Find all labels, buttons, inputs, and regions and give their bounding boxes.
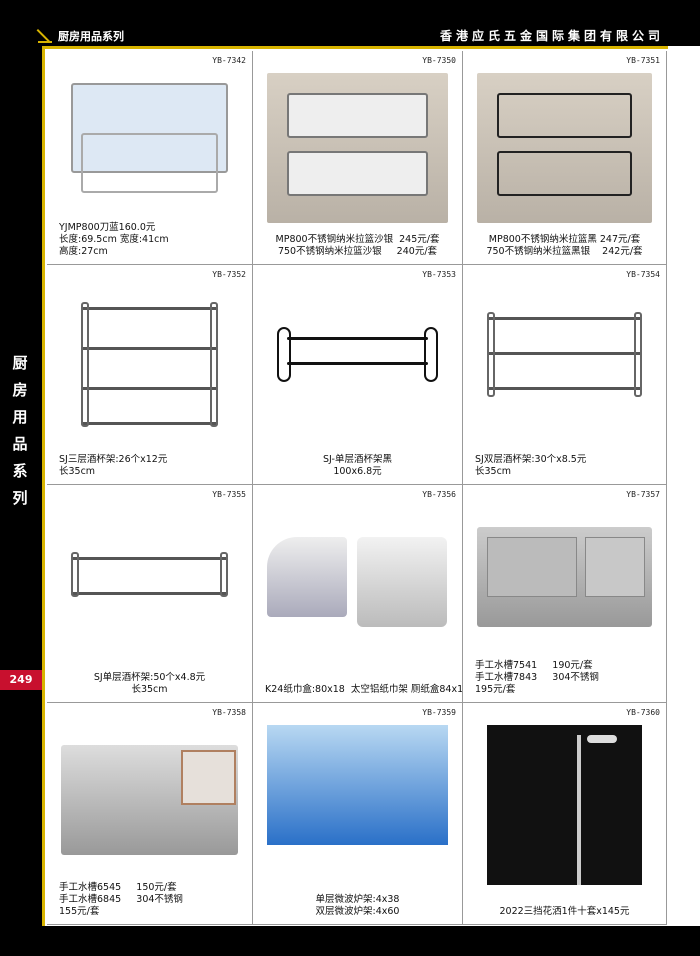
caption-line: 手工水槽6845 304不锈钢 (59, 894, 183, 905)
product-image (61, 507, 238, 657)
caption-line: 155元/套 (59, 906, 100, 917)
side-title-text: 厨房用品系列 (12, 354, 28, 507)
caption-line: 高度:27cm (59, 246, 108, 257)
product-code: YB-7358 (212, 708, 246, 717)
product-caption: 2022三挡花洒1件十套x145元 (463, 906, 666, 918)
product-image (61, 725, 238, 875)
product-image (267, 287, 448, 437)
product-code: YB-7354 (626, 270, 660, 279)
product-code: YB-7356 (422, 490, 456, 499)
caption-line: 长度:69.5cm 宽度:41cm (59, 234, 169, 245)
product-caption: SJ双层酒杯架:30个x8.5元长35cm (463, 454, 666, 478)
bottom-band (0, 926, 700, 956)
product-image (477, 287, 652, 437)
caption-line: MP800不锈钢纳米拉篮沙银 245元/套 (275, 234, 440, 245)
side-title: 厨房用品系列 (0, 350, 40, 512)
section-header: 厨房用品系列 (38, 28, 124, 44)
page-number: 249 (0, 670, 42, 690)
product-grid: YB-7342 YJMP800刀蓝160.0元长度:69.5cm 宽度:41cm… (47, 51, 667, 925)
caption-line: MP800不锈钢纳米拉篮黑 247元/套 (488, 234, 641, 245)
caption-line: 100x6.8元 (333, 466, 382, 477)
section-title: 厨房用品系列 (58, 30, 124, 43)
product-cell: YB-7355 SJ单层酒杯架:50个x4.8元长35cm (47, 485, 253, 703)
product-cell: YB-7342 YJMP800刀蓝160.0元长度:69.5cm 宽度:41cm… (47, 51, 253, 265)
frame-right (668, 46, 700, 926)
product-image (267, 725, 448, 875)
catalog-frame: YB-7342 YJMP800刀蓝160.0元长度:69.5cm 宽度:41cm… (42, 46, 668, 926)
product-caption: K24纸巾盒:80x18 太空铝纸巾架 厕纸盒84x14 (253, 684, 462, 696)
caption-line: 长35cm (59, 466, 96, 477)
product-image (61, 287, 238, 437)
caption-line: 手工水槽7541 190元/套 (475, 660, 593, 671)
product-caption: SJ单层酒杯架:50个x4.8元长35cm (47, 672, 252, 696)
caption-line: SJ三层酒杯架:26个x12元 (59, 454, 168, 465)
product-cell: YB-7354 SJ双层酒杯架:30个x8.5元长35cm (463, 265, 667, 485)
product-code: YB-7352 (212, 270, 246, 279)
caption-line: 单层微波炉架:4x38 (315, 894, 400, 905)
caption-line: SJ双层酒杯架:30个x8.5元 (475, 454, 587, 465)
product-code: YB-7355 (212, 490, 246, 499)
caption-line: 手工水槽6545 150元/套 (59, 882, 177, 893)
product-cell: YB-7352 SJ三层酒杯架:26个x12元长35cm (47, 265, 253, 485)
product-code: YB-7357 (626, 490, 660, 499)
caption-line: 750不锈钢纳米拉篮沙银 240元/套 (277, 246, 438, 257)
caption-line: SJ单层酒杯架:50个x4.8元 (93, 672, 206, 683)
caption-line: 双层微波炉架:4x60 (315, 906, 400, 917)
caption-line: K24纸巾盒:80x18 太空铝纸巾架 厕纸盒84x14 (265, 684, 463, 695)
caption-line: 195元/套 (475, 684, 516, 695)
caption-line: 长35cm (475, 466, 512, 477)
product-image (477, 73, 652, 223)
caption-line: 长35cm (131, 684, 168, 695)
product-code: YB-7353 (422, 270, 456, 279)
product-cell: YB-7356 K24纸巾盒:80x18 太空铝纸巾架 厕纸盒84x14 (253, 485, 463, 703)
company-name: 香港应氏五金国际集团有限公司 (439, 29, 664, 43)
product-code: YB-7359 (422, 708, 456, 717)
product-image (267, 73, 448, 223)
product-image (61, 73, 238, 223)
product-code: YB-7351 (626, 56, 660, 65)
product-code: YB-7350 (422, 56, 456, 65)
product-cell: YB-7360 2022三挡花洒1件十套x145元 (463, 703, 667, 925)
caption-line: YJMP800刀蓝160.0元 (59, 222, 156, 233)
arrow-icon (38, 29, 52, 43)
product-image (477, 507, 652, 657)
product-caption: SJ三层酒杯架:26个x12元长35cm (47, 454, 252, 478)
caption-line: 2022三挡花洒1件十套x145元 (499, 906, 630, 917)
product-image (267, 507, 448, 657)
product-image (477, 725, 652, 885)
caption-line: 750不锈钢纳米拉篮黑银 242元/套 (486, 246, 643, 257)
caption-line: SJ-单层酒杯架黑 (323, 454, 392, 465)
product-code: YB-7360 (626, 708, 660, 717)
product-code: YB-7342 (212, 56, 246, 65)
caption-line: 手工水槽7843 304不锈钢 (475, 672, 599, 683)
